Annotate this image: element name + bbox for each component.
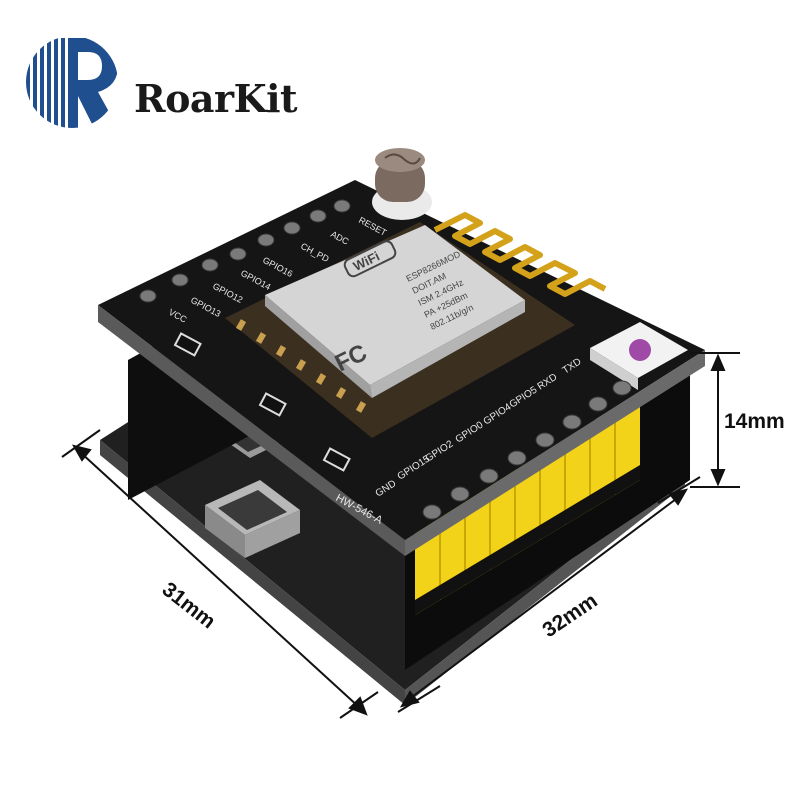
right-pin-header-pins	[422, 380, 632, 520]
smd-component	[173, 332, 351, 472]
rgb-led	[590, 322, 688, 390]
height-dimension-line	[690, 352, 740, 488]
light-sensor	[372, 148, 432, 220]
depth-dimension-line	[397, 476, 701, 713]
pcb-antenna-trace	[433, 212, 607, 297]
width-dimension-line	[61, 429, 379, 719]
r-letter-logo-icon	[26, 36, 118, 128]
brand-name: RoarKit	[134, 76, 298, 121]
height-dimension-label: 14mm	[724, 410, 785, 433]
esp8266-module	[225, 222, 575, 438]
top-pin-header-pins	[139, 199, 351, 303]
brand: RoarKit	[22, 32, 298, 132]
micro-usb-port	[205, 480, 300, 558]
